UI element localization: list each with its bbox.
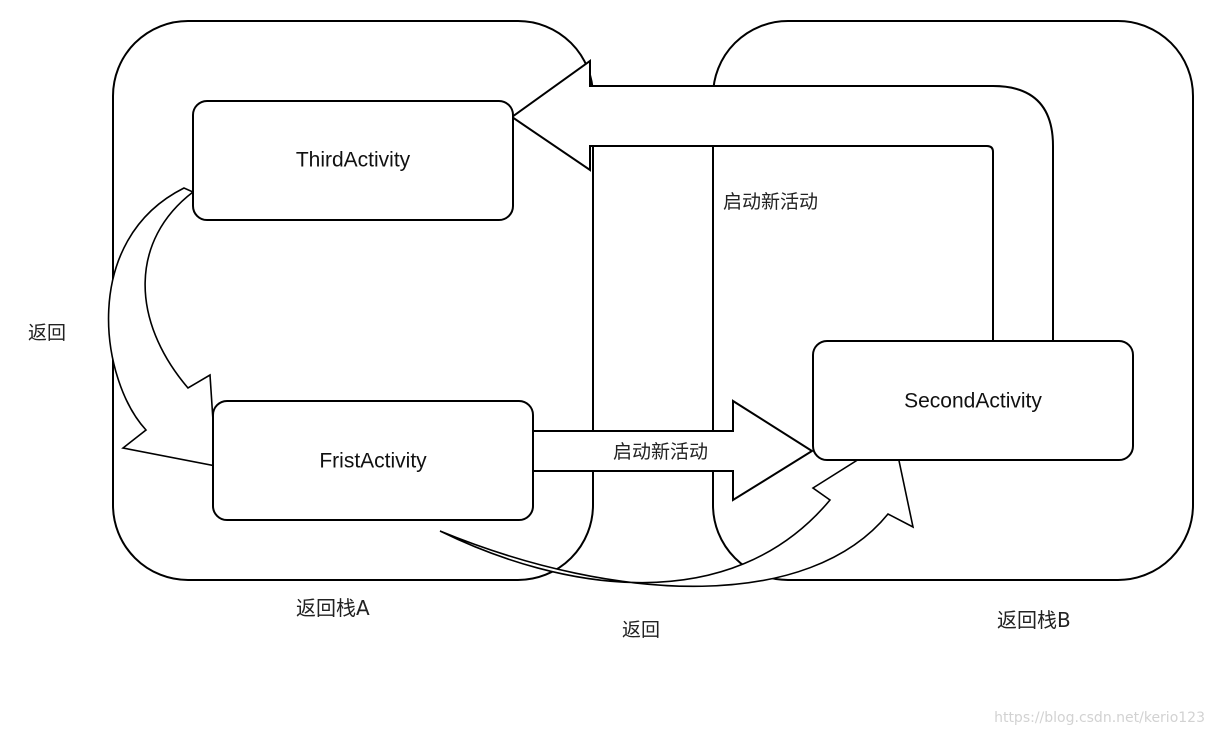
start-arrow-first-to-second [532, 399, 814, 502]
back-stack-b-container [712, 20, 1194, 581]
first-activity-label: FristActivity [319, 450, 427, 473]
start-arrow-second-to-third [510, 59, 1054, 342]
second-activity-label: SecondActivity [904, 390, 1042, 413]
back-arrow-first-to-second [439, 435, 915, 588]
third-activity-box [192, 100, 514, 221]
start-new-activity-label-top: 启动新活动 [723, 191, 818, 213]
back-stack-a-label: 返回栈A [296, 596, 370, 620]
first-activity-box [212, 400, 534, 521]
back-label-bottom: 返回 [622, 619, 660, 641]
watermark-text: https://blog.csdn.net/kerio123 [994, 710, 1205, 726]
back-arrow-third-to-first [107, 187, 217, 467]
third-activity-label: ThirdActivity [296, 149, 411, 172]
back-label-left: 返回 [28, 322, 66, 344]
second-activity-box [812, 340, 1134, 461]
start-new-activity-label-middle: 启动新活动 [613, 441, 708, 463]
back-stack-b-label: 返回栈B [997, 608, 1071, 632]
